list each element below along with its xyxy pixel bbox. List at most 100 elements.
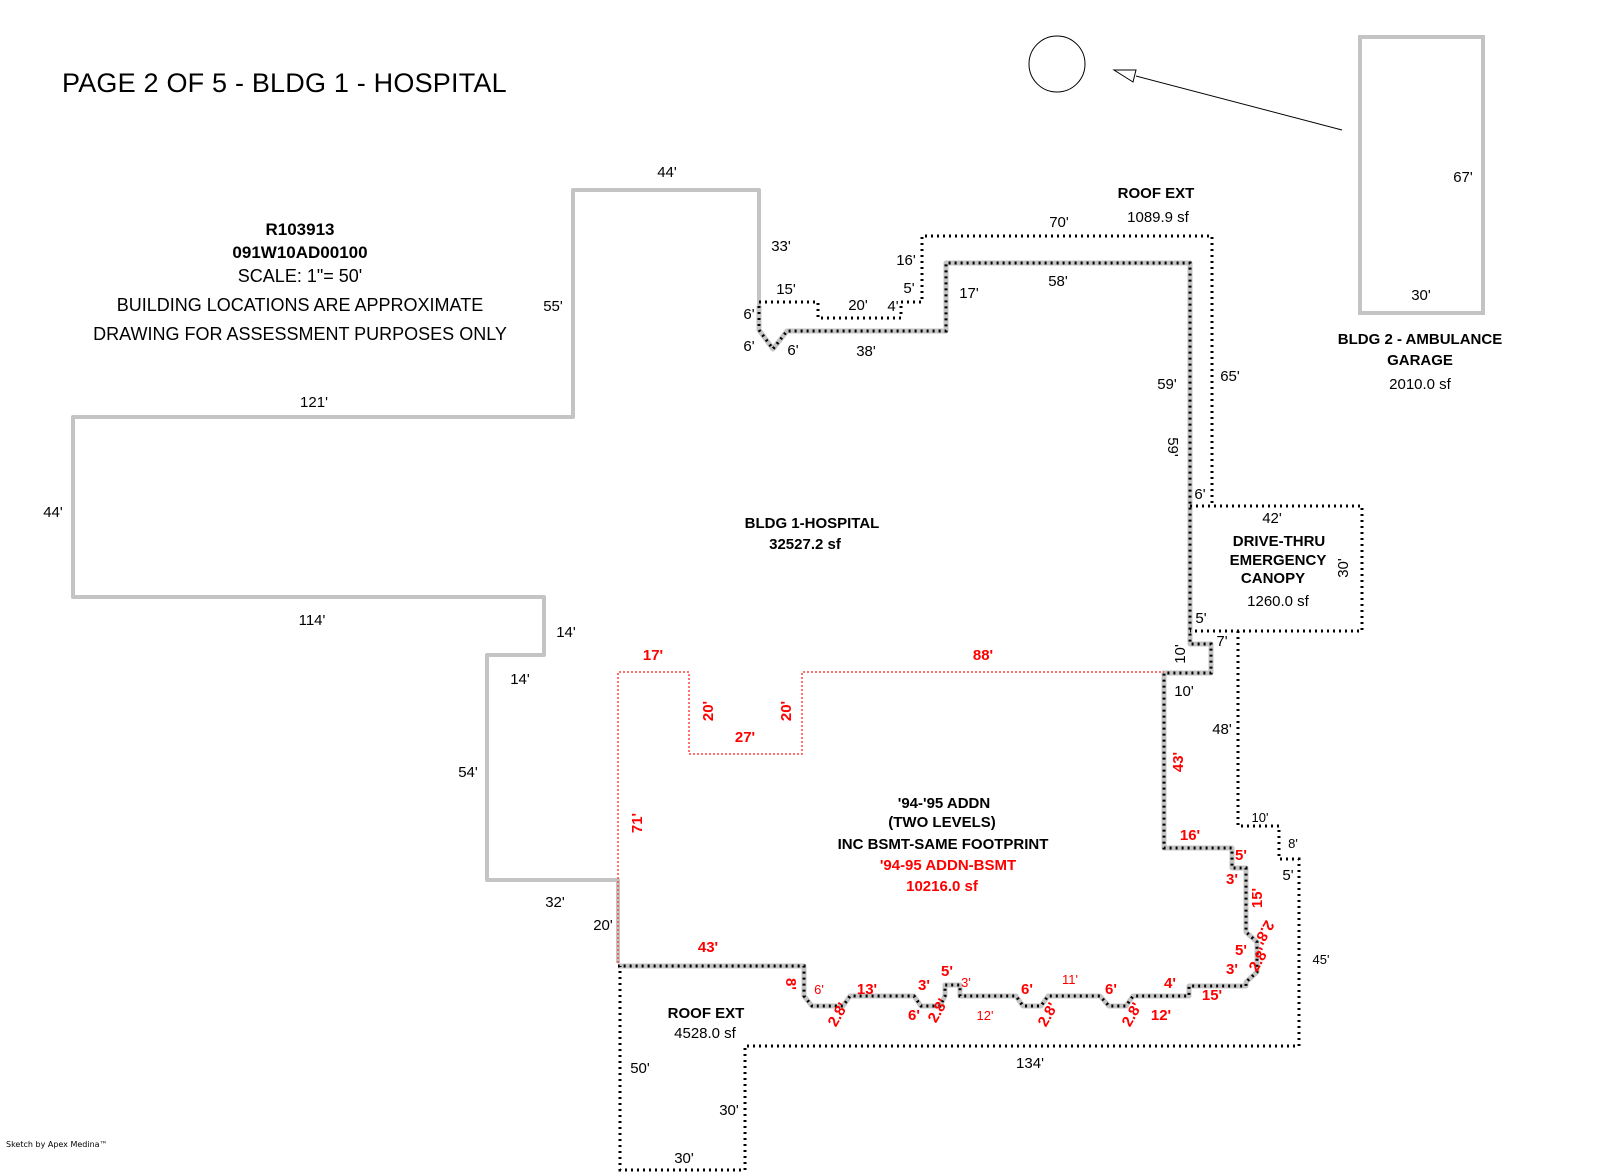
scale-label: SCALE: 1"= 50': [237, 266, 363, 286]
dim-label: 33': [771, 238, 791, 255]
dim-label: 10': [1252, 810, 1269, 825]
dim-label: 48': [1212, 721, 1232, 738]
svg-text:ROOF EXT: ROOF EXT: [1118, 185, 1195, 202]
dim-label: 121': [300, 394, 328, 411]
page-title: PAGE 2 OF 5 - BLDG 1 - HOSPITAL: [62, 68, 507, 98]
dim-label: 44': [43, 504, 63, 521]
svg-text:4528.0 sf: 4528.0 sf: [674, 1025, 737, 1042]
sketch-credit: Sketch by Apex Medina™: [6, 1140, 108, 1149]
dim-label: 43': [1170, 752, 1187, 772]
dim-label: 14': [556, 624, 576, 641]
canopy-label: DRIVE-THRU EMERGENCY CANOPY 1260.0 sf: [1230, 533, 1327, 610]
dim-label: 3': [1226, 961, 1238, 978]
svg-text:GARAGE: GARAGE: [1387, 352, 1453, 369]
svg-text:'94-'95 ADDN: '94-'95 ADDN: [898, 795, 990, 812]
svg-text:32527.2 sf: 32527.2 sf: [769, 536, 842, 553]
dim-label: 17': [643, 647, 663, 664]
bldg2-label: BLDG 2 - AMBULANCE GARAGE 2010.0 sf: [1338, 331, 1502, 393]
addition-label: '94-'95 ADDN (TWO LEVELS) INC BSMT-SAME …: [838, 795, 1049, 895]
dim-label: 20': [593, 917, 613, 934]
dim-label: 55': [543, 298, 563, 315]
dim-label: 6': [1021, 981, 1033, 998]
dim-label: 71': [629, 813, 646, 833]
dim-label: 50': [630, 1060, 650, 1077]
north-indicator-icon: [1028, 35, 1086, 93]
bldg1-east-wall: [618, 260, 1260, 1009]
bldg2-dimensions: 67' 30': [1411, 169, 1473, 304]
dim-label: 10': [1174, 683, 1194, 700]
dim-label: 11': [1062, 972, 1078, 987]
roof-ext-bottom-outline: [618, 631, 1301, 1172]
dim-label: 20': [700, 701, 717, 721]
dim-label: 16': [1180, 827, 1200, 844]
dim-label: 5': [1282, 867, 1293, 884]
dim-label: 114': [299, 612, 326, 629]
dim-label: 44': [657, 164, 677, 181]
dim-label: 2.8': [925, 996, 952, 1026]
parcel-id: R103913: [265, 220, 335, 239]
addition-outline: [617, 671, 1164, 963]
dim-label: 54': [458, 764, 478, 781]
dim-label: 15': [776, 281, 796, 298]
dim-label: 14': [510, 671, 530, 688]
map-taxlot: 091W10AD00100: [232, 243, 368, 262]
dim-label: 6': [814, 982, 824, 997]
dim-label: 12': [977, 1008, 994, 1023]
dim-label: 58': [1048, 273, 1068, 290]
dim-label: 43': [698, 939, 718, 956]
dim-label: 20': [848, 297, 868, 314]
dim-label: 30': [674, 1150, 694, 1167]
bldg1-dimensions: 44' 33' 55' 121' 44' 114' 14' 14' 54' 32…: [43, 164, 1207, 934]
dim-label: 8': [1288, 836, 1298, 851]
dim-label: 4': [1164, 975, 1176, 992]
bldg2-outline: [1358, 35, 1485, 315]
svg-text:'94-95 ADDN-BSMT: '94-95 ADDN-BSMT: [880, 857, 1016, 874]
dim-label: 7': [1216, 633, 1227, 650]
svg-text:DRIVE-THRU: DRIVE-THRU: [1233, 533, 1326, 550]
svg-text:2010.0 sf: 2010.0 sf: [1389, 376, 1452, 393]
dim-label: 5': [1235, 942, 1247, 959]
dim-label: 17': [959, 285, 979, 302]
dim-label: 134': [1016, 1055, 1044, 1072]
dim-label: 65': [1220, 368, 1240, 385]
dim-label: 67': [1453, 169, 1473, 186]
svg-text:10216.0 sf: 10216.0 sf: [906, 878, 979, 895]
svg-text:1089.9 sf: 1089.9 sf: [1127, 209, 1190, 226]
roof-ext-top-label: ROOF EXT 1089.9 sf: [1118, 185, 1195, 226]
dim-label: 15': [1249, 888, 1266, 908]
canopy-dimensions: 42' 30' 7': [1216, 510, 1352, 650]
dim-label: 6': [743, 306, 754, 323]
note-approximate: BUILDING LOCATIONS ARE APPROXIMATE: [116, 295, 484, 315]
dim-label: 5': [941, 963, 953, 980]
dim-label: 20': [778, 701, 795, 721]
dim-label: 59': [1164, 437, 1181, 457]
svg-text:INC BSMT-SAME FOOTPRINT: INC BSMT-SAME FOOTPRINT: [838, 836, 1049, 853]
dim-label: 6': [1105, 981, 1117, 998]
roof-ext-bottom-label: ROOF EXT 4528.0 sf: [668, 1005, 745, 1042]
roof-ext-bottom-dimensions: 48' 10' 8' 5' 45' 134' 30' 30' 50': [630, 721, 1329, 1167]
parcel-info-block: R103913 091W10AD00100 SCALE: 1"= 50' BUI…: [40, 218, 560, 346]
dim-label: 2.8': [1246, 945, 1273, 975]
dim-label: 3': [918, 977, 930, 994]
dim-label: 88': [973, 647, 993, 664]
canopy-outline: [1190, 504, 1364, 633]
dim-label: 32': [545, 894, 565, 911]
roof-ext-top-dimensions: 70' 16' 5' 4' 20' 15' 6' 65': [743, 214, 1240, 385]
dim-label: 4': [887, 298, 898, 315]
dim-label: 15': [1202, 987, 1222, 1004]
dim-label: 3': [961, 975, 971, 990]
svg-text:(TWO LEVELS): (TWO LEVELS): [888, 814, 996, 831]
svg-text:EMERGENCY: EMERGENCY: [1230, 552, 1327, 569]
dim-label: 45': [1313, 952, 1330, 967]
svg-text:BLDG 2 - AMBULANCE: BLDG 2 - AMBULANCE: [1338, 331, 1502, 348]
dim-label: 27': [735, 729, 755, 746]
dim-label: 30': [1411, 287, 1431, 304]
dim-label: 70': [1049, 214, 1069, 231]
dim-label: 30': [1335, 558, 1352, 578]
dim-label: 12': [1151, 1007, 1171, 1024]
dim-label: 42': [1262, 510, 1282, 527]
dim-label: 6': [1194, 486, 1205, 503]
bldg1-outline: [71, 188, 761, 963]
dim-label: 6': [743, 338, 754, 355]
